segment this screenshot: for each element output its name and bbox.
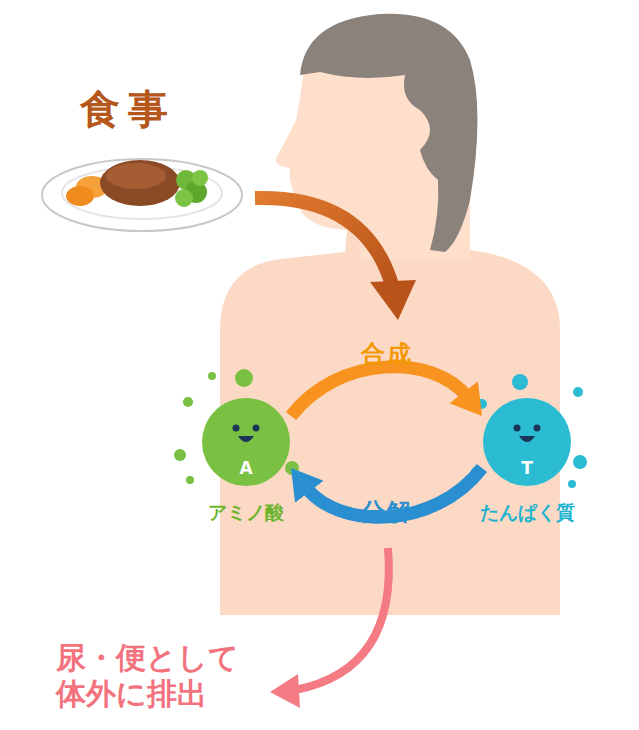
character-letter: A <box>202 458 290 478</box>
character-node: T たんぱく質 <box>462 398 592 526</box>
character-circle: T <box>483 398 571 486</box>
edge-label: 合成 <box>361 338 413 370</box>
eye <box>534 425 541 432</box>
node-label: たんぱく質 <box>462 500 592 526</box>
excretion-note: 尿・便として 体外に排出 <box>56 640 256 712</box>
edge-label: 分解 <box>361 496 413 528</box>
character-node: A アミノ酸 <box>183 398 309 526</box>
character-letter: T <box>483 458 571 478</box>
meal-plate <box>42 159 242 231</box>
bubbles <box>174 369 587 492</box>
node-label: アミノ酸 <box>183 500 309 526</box>
synthesis-arrow <box>291 367 467 416</box>
intake-arrowhead <box>370 280 416 320</box>
intake-arrow <box>255 198 392 285</box>
excretion-arrow <box>295 548 389 690</box>
eye <box>253 425 260 432</box>
mouth <box>519 436 535 442</box>
eye <box>514 425 521 432</box>
title: 食事 <box>80 82 176 137</box>
mouth <box>238 436 254 442</box>
character-circle: A <box>202 398 290 486</box>
eye <box>233 425 240 432</box>
excretion-arrowhead <box>270 674 300 708</box>
